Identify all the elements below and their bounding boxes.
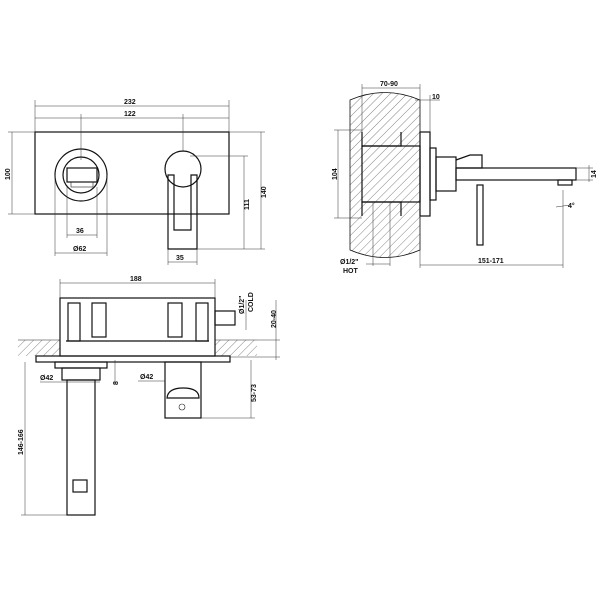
dim-hot-inlet: Ø1/2" bbox=[340, 259, 359, 266]
dim-box-width: 188 bbox=[130, 276, 142, 283]
dim-body-height: 104 bbox=[332, 168, 339, 180]
lever-top bbox=[455, 154, 483, 169]
dim-overall-width: 232 bbox=[124, 99, 136, 106]
knob-detail bbox=[70, 181, 94, 188]
dim-spout-height: 14 bbox=[591, 170, 598, 178]
dim-cold-inlet: Ø1/2" bbox=[239, 296, 246, 315]
box-flange-top bbox=[361, 132, 402, 147]
box-rib bbox=[167, 302, 183, 338]
front-view: 232 122 100 140 111 36 Ø62 35 bbox=[5, 99, 268, 265]
hot-label: HOT bbox=[343, 268, 359, 275]
dim-rosette-diameter: Ø62 bbox=[73, 246, 86, 253]
lever-handle bbox=[167, 174, 198, 250]
in-wall-box bbox=[59, 297, 216, 357]
top-view: 188 Ø1/2" COLD 20-40 Ø42 8 Ø42 53-73 146… bbox=[18, 276, 280, 516]
side-rosette bbox=[429, 147, 437, 201]
handle-grip bbox=[166, 387, 200, 399]
dim-handle-rosette: Ø42 bbox=[140, 374, 153, 381]
dim-plate-thickness: 10 bbox=[432, 94, 440, 101]
dim-recess-depth: 20-40 bbox=[271, 310, 278, 328]
wall-section bbox=[349, 92, 421, 258]
cold-label: COLD bbox=[248, 292, 255, 312]
dim-lever-width: 35 bbox=[176, 255, 184, 262]
cold-inlet-pipe bbox=[214, 310, 236, 326]
lever-rosette bbox=[164, 150, 202, 188]
dim-lever-height: 111 bbox=[244, 199, 251, 210]
side-lever bbox=[476, 184, 484, 246]
dim-inner-width: 36 bbox=[76, 228, 84, 235]
box-rib bbox=[67, 302, 81, 342]
spout bbox=[455, 167, 577, 181]
rosette-inner bbox=[62, 156, 100, 194]
spout-top bbox=[66, 379, 96, 516]
box-rib bbox=[91, 302, 107, 338]
dim-rosette-offset: 8 bbox=[113, 381, 120, 385]
aerator bbox=[557, 179, 573, 186]
dim-spout-rosette: Ø42 bbox=[40, 375, 53, 382]
side-plate bbox=[419, 131, 431, 217]
wall-hatch-left bbox=[18, 340, 60, 356]
spout-rosette bbox=[54, 361, 108, 369]
top-plate bbox=[35, 355, 231, 363]
spout-collar bbox=[61, 367, 101, 381]
wall-hatch-right bbox=[215, 340, 257, 356]
dim-spout-angle: 4° bbox=[568, 202, 575, 210]
mixer-body bbox=[435, 156, 457, 192]
diverter-knob bbox=[66, 167, 98, 183]
handle-indicator bbox=[178, 403, 186, 411]
dim-center-distance: 122 bbox=[124, 111, 136, 118]
handle-top bbox=[164, 361, 202, 419]
dim-spout-length: 146-166 bbox=[18, 429, 25, 455]
spout-aerator bbox=[72, 479, 88, 493]
box-flange-bottom bbox=[361, 201, 402, 216]
box-rib bbox=[195, 302, 209, 342]
dim-plate-height: 100 bbox=[5, 168, 12, 180]
dim-total-height: 140 bbox=[261, 186, 268, 198]
dim-wall-depth: 70-90 bbox=[380, 81, 398, 88]
wall-plate bbox=[34, 131, 230, 215]
side-view: 70-90 10 104 14 4° Ø1/2" HOT 151-171 bbox=[332, 81, 598, 275]
dim-spout-projection: 151-171 bbox=[478, 258, 504, 265]
dim-handle-projection: 53-73 bbox=[251, 384, 258, 402]
